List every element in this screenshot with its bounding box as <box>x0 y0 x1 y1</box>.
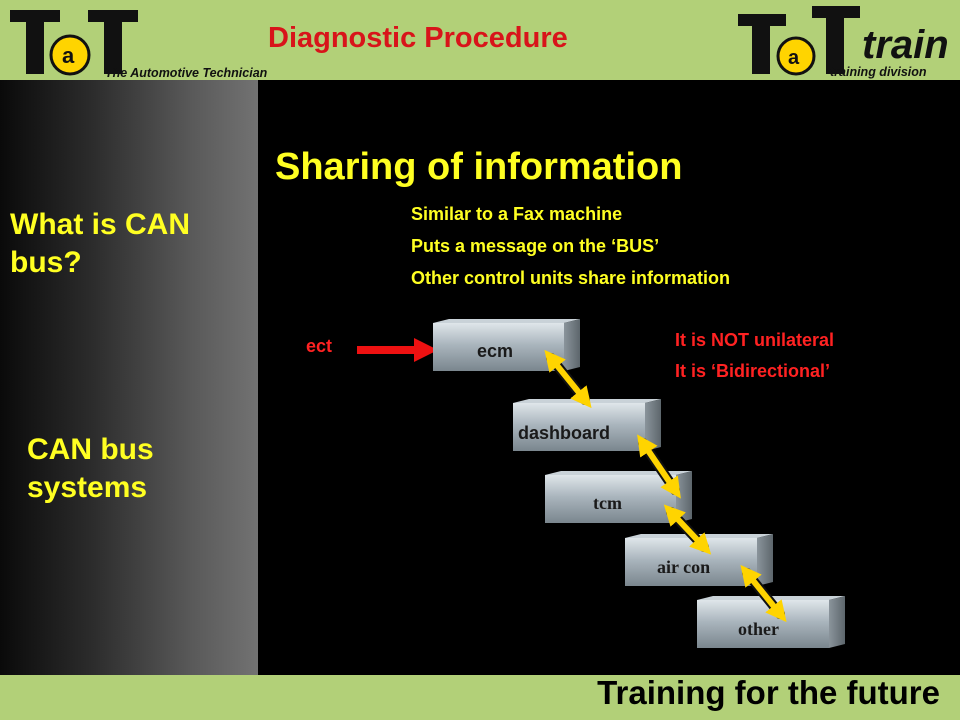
logo-tagline-left: The Automotive Technician <box>105 66 268 80</box>
sidebar-heading-what-is-can: What is CAN bus? <box>10 208 190 279</box>
module-label-tcm: tcm <box>593 493 622 513</box>
bullet-item: Similar to a Fax machine <box>411 204 623 224</box>
ect-label: ect <box>306 336 333 356</box>
logo-a-circle <box>776 36 816 76</box>
note-item: It is ‘Bidirectional’ <box>675 361 831 381</box>
tat-logo-left: a The Automotive Technician <box>10 10 268 80</box>
logo-t-shape <box>10 10 60 74</box>
bidirectional-arrow <box>740 564 787 623</box>
bullet-item: Puts a message on the ‘BUS’ <box>411 236 660 256</box>
module-label-dashboard: dashboard <box>518 423 610 443</box>
footer-band <box>0 675 960 720</box>
logo-train-word: train <box>862 23 949 67</box>
bidirectional-arrow <box>663 504 712 555</box>
footer-slogan: Training for the future <box>597 674 940 711</box>
main-title: Sharing of information <box>275 146 683 188</box>
logo-t-shape <box>738 14 786 74</box>
note-item: It is NOT unilateral <box>675 330 835 350</box>
logo-a-circle <box>49 34 91 76</box>
svg-text:a: a <box>62 43 75 68</box>
tat-train-logo-right: a train training division <box>738 6 949 79</box>
sidebar <box>0 80 258 675</box>
module-label-ecm: ecm <box>477 341 513 361</box>
module-box-air-con: air con <box>625 534 773 586</box>
logo-tagline-right: training division <box>830 65 927 79</box>
svg-text:a: a <box>788 47 800 69</box>
sidebar-heading-can-systems: CAN bus systems <box>27 433 154 504</box>
notes-list: It is NOT unilateral It is ‘Bidirectiona… <box>675 327 834 389</box>
bidirectional-arrow <box>637 434 681 499</box>
bullet-item: Other control units share information <box>411 268 731 288</box>
module-label-other: other <box>738 619 779 639</box>
bullet-list: Similar to a Fax machine Puts a message … <box>411 201 730 297</box>
logo-t-shape-2 <box>88 10 138 74</box>
bidirectional-arrow <box>544 349 592 409</box>
module-label-air-con: air con <box>657 557 710 577</box>
logo-t-shape-2 <box>812 6 860 74</box>
module-box-ecm: ecm <box>433 319 580 371</box>
slide-title: Diagnostic Procedure <box>268 22 568 54</box>
